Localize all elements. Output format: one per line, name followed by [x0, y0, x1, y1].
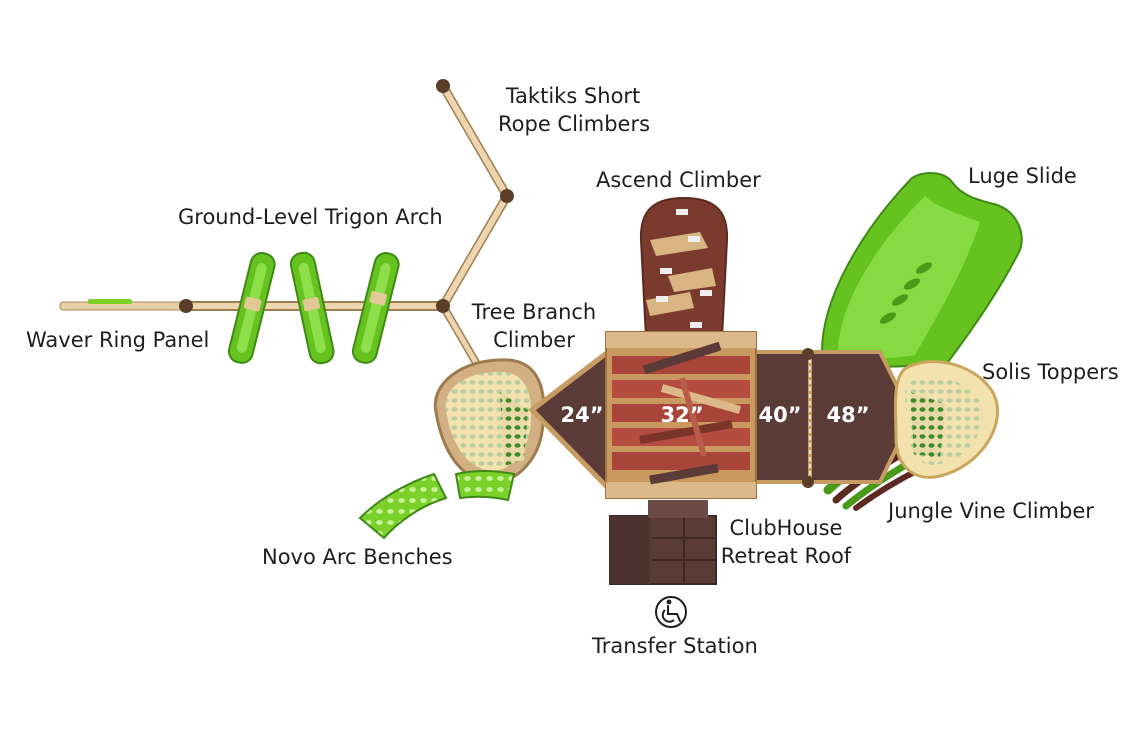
- deck-height-48: 48”: [826, 403, 869, 427]
- solis-toppers: [893, 360, 999, 479]
- label-trigon-arch: Ground-Level Trigon Arch: [178, 205, 443, 229]
- label-luge-slide: Luge Slide: [968, 164, 1077, 188]
- deck-height-40: 40”: [758, 403, 801, 427]
- label-novo-arc-benches: Novo Arc Benches: [262, 545, 453, 569]
- deck-height-24: 24”: [560, 403, 603, 427]
- deck-height-32: 32”: [660, 403, 703, 427]
- transfer-station: [609, 500, 717, 585]
- wheelchair-icon: [655, 596, 687, 628]
- label-transfer-station: Transfer Station: [592, 634, 758, 658]
- taktiks-rope-climber: [436, 79, 514, 370]
- luge-slide: [820, 172, 1023, 368]
- label-solis-toppers: Solis Toppers: [982, 360, 1119, 384]
- ascend-climber: [639, 196, 729, 339]
- trigon-arches: [227, 251, 400, 365]
- label-ascend-climber: Ascend Climber: [596, 168, 761, 192]
- label-waver-ring-panel: Waver Ring Panel: [26, 328, 210, 352]
- deck-platform: [528, 348, 915, 491]
- tree-branch-climber: [433, 358, 546, 485]
- clubhouse-roof: [605, 331, 757, 499]
- novo-arc-benches: [358, 470, 516, 540]
- label-tree-branch-climber: Tree Branch Climber: [471, 300, 597, 352]
- label-jungle-vine-climber: Jungle Vine Climber: [888, 499, 1094, 523]
- label-clubhouse-retreat-roof: ClubHouse Retreat Roof: [720, 516, 852, 568]
- label-taktiks-rope-climbers: Taktiks Short Rope Climbers: [498, 84, 651, 136]
